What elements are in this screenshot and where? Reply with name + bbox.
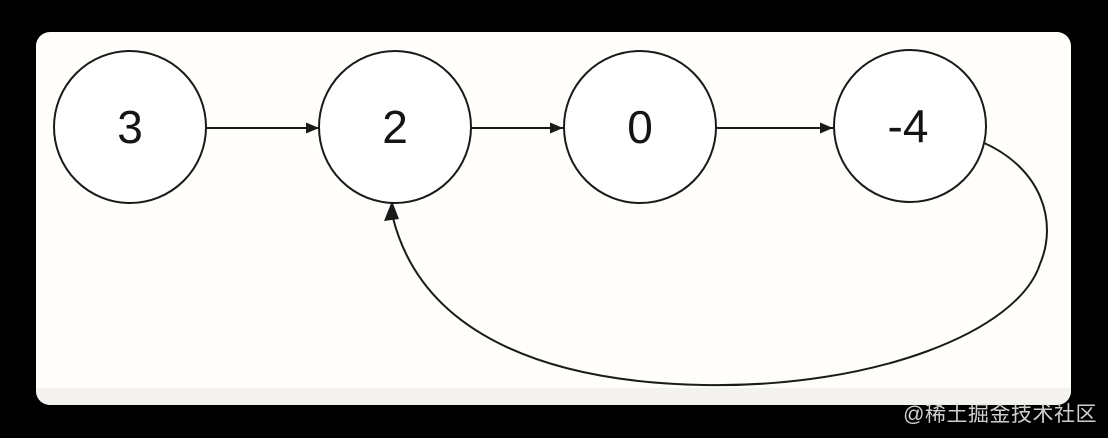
node-circle-2 xyxy=(318,50,472,204)
watermark-text: @稀土掘金技术社区 xyxy=(903,403,1097,426)
panel-bottom-strip xyxy=(36,388,1071,405)
cycle-arrowhead-icon xyxy=(384,201,399,221)
node-circle-0 xyxy=(563,50,717,204)
node-label: 3 xyxy=(117,101,143,153)
diagram-canvas: 3 2 0 -4 xyxy=(36,32,1071,405)
node-label: 2 xyxy=(382,101,408,153)
node-circle-neg4 xyxy=(833,49,987,203)
node-label: 0 xyxy=(627,101,653,153)
node-circle-3 xyxy=(53,50,207,204)
linked-list-diagram: 3 2 0 -4 xyxy=(36,49,1071,405)
node-label: -4 xyxy=(888,100,929,152)
cycle-edge-arc xyxy=(392,141,1048,387)
